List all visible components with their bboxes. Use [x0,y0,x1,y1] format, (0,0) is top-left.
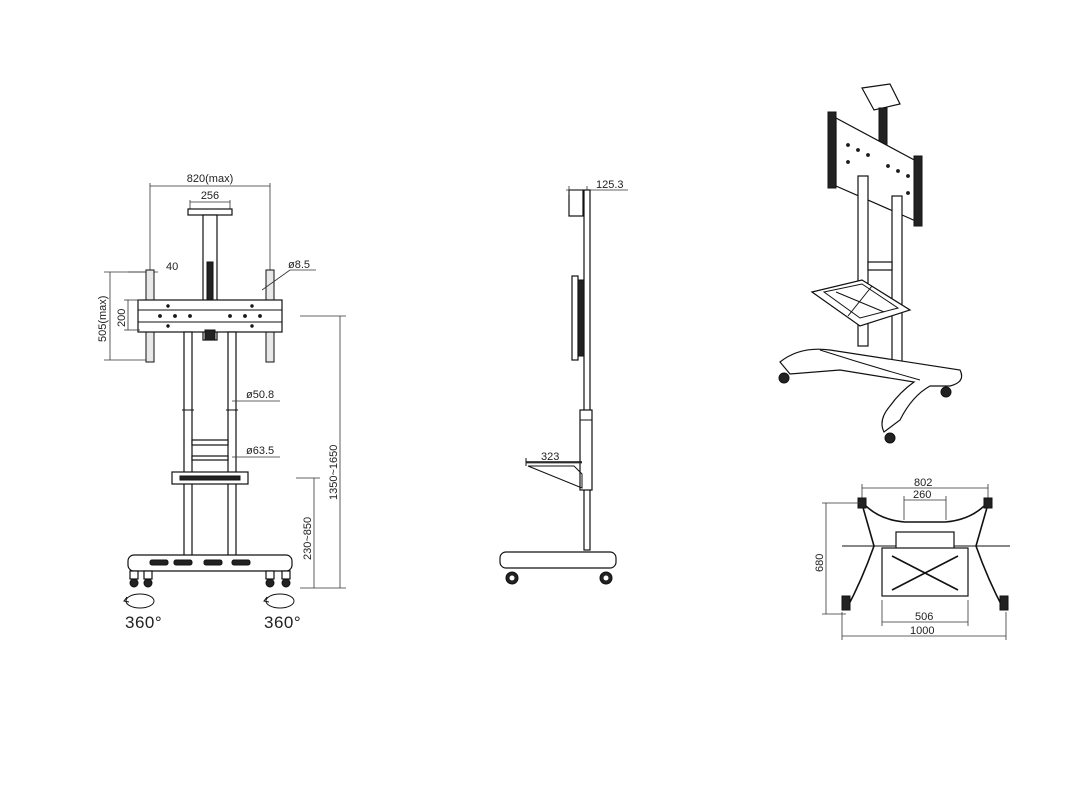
perspective-shelf [810,279,912,327]
center-clamp [204,329,216,341]
side-column [583,189,591,551]
side-bracket [571,275,579,361]
caster-icon [129,570,291,588]
top-offset-label: 125.3 [596,179,624,191]
width-max-label: 820(max) [187,173,233,185]
side-view: 125.3 323 [499,179,628,585]
rotation-arrow-right-icon [263,593,295,609]
pole-diameter-large-label: ø63.5 [246,445,274,457]
shelf-height-label: 230~850 [302,517,314,560]
perspective-base [779,348,963,433]
side-lower-column [579,409,593,491]
depth-label: 680 [814,554,826,572]
top-plate-width-label: 256 [201,190,219,202]
shelf-width-label: 506 [915,611,933,623]
perspective-vesa-frame [835,116,919,223]
inner-height-label: 200 [116,309,128,327]
top-plate [187,208,233,216]
perspective-right-pole [891,195,903,365]
right-pole [227,331,237,558]
pole-diameter-small-label: ø50.8 [246,389,274,401]
total-height-label: 1350~1650 [328,445,340,500]
side-top-plate [568,189,584,217]
plate-width-label: 260 [913,489,931,501]
cross-bar [191,439,229,446]
outer-top-width-label: 802 [914,477,932,489]
shelf-depth-label: 323 [541,451,559,463]
side-base [499,551,617,569]
perspective-left-pole [857,175,869,347]
hole-diameter-label: ø8.5 [288,259,310,271]
left-pole [183,331,193,558]
rotation-arrow-left-icon [123,593,155,609]
total-width-label: 1000 [910,625,934,637]
base-top-arc [861,501,989,523]
front-view: 820(max) 256 40 ø8.5 [97,173,346,632]
perspective-view [778,83,963,444]
perspective-top-plate [861,83,901,111]
vesa-height-max-label: 505(max) [97,296,109,342]
base-view: 802 260 680 506 1000 [814,477,1010,640]
side-shelf [527,465,583,489]
rotation-left-label: 360° [125,613,162,632]
bracket-width-label: 40 [166,261,178,273]
column-slot [206,261,214,303]
rotation-right-label: 360° [264,613,301,632]
